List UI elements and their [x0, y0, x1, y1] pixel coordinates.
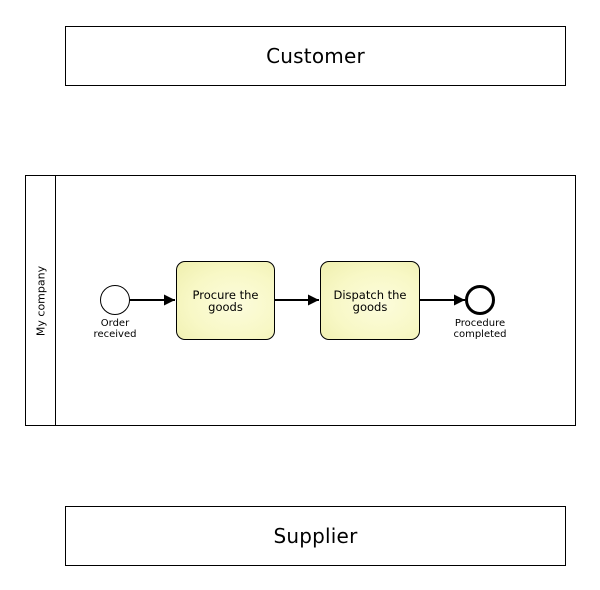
pool-customer-label: Customer — [266, 44, 365, 68]
pool-supplier[interactable]: Supplier — [65, 506, 566, 566]
end-event-circle[interactable] — [465, 285, 495, 315]
task-dispatch-the-goods[interactable]: Dispatch the goods — [320, 261, 420, 340]
task-dispatch-label: Dispatch the goods — [333, 287, 407, 314]
task-procure-the-goods[interactable]: Procure the goods — [176, 261, 275, 340]
pool-supplier-label: Supplier — [273, 524, 358, 548]
pool-customer[interactable]: Customer — [65, 26, 566, 86]
task-procure-label: Procure the goods — [192, 287, 259, 314]
start-event-label: Order received — [93, 318, 137, 340]
end-event-label: Procedure completed — [453, 318, 507, 340]
start-event-circle[interactable] — [100, 285, 130, 315]
pool-label-strip: My company — [26, 176, 56, 425]
